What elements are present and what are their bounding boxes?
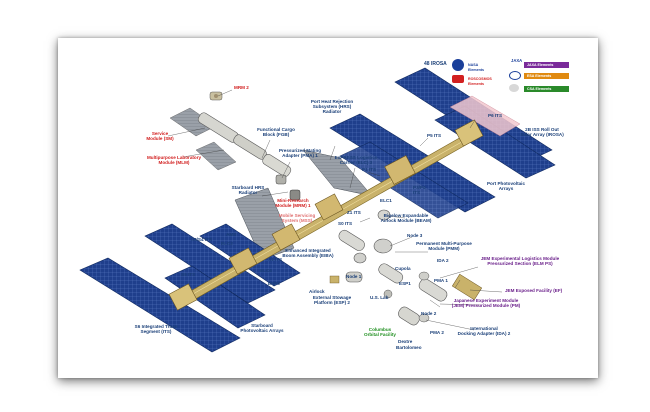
legend-jaxa: JAXA Elements [524, 62, 569, 68]
label-s5: S5 ITS [181, 272, 196, 277]
roscosmos-logo-icon [452, 75, 464, 83]
label-esp1: ESP1 [399, 281, 411, 286]
label-s3s4: S3/S4 ITS [191, 237, 212, 242]
label-ams: AMS [226, 232, 237, 237]
legend-esa: ESA Elements [524, 73, 569, 79]
russian-segment [169, 91, 301, 201]
label-jem-pm: Japanese Experiment Module (JEM) Pressur… [451, 298, 521, 309]
label-elc3: ExPRESS Logistics Carrier (ELC) 3 [334, 155, 378, 166]
csa-logo-icon [509, 84, 519, 92]
leader-lines [167, 89, 503, 331]
label-pma1: Pressurized Mating Adapter (PMA) 1 [278, 148, 322, 159]
label-48-irosa: 48 IROSA [424, 61, 447, 67]
label-port-hrs: Port Heat Rejection Subsystem (HRS) Radi… [310, 99, 354, 115]
label-pmm: Permanent Multi-Purpose Module (PMM) [416, 241, 472, 252]
label-bartolomeo: Bartolomeo [396, 345, 422, 350]
label-us-lab: U.S. Lab [370, 295, 389, 300]
port-solar-array-upper [394, 67, 556, 179]
label-p1: P1 ITS [362, 167, 377, 172]
label-jem-elm: JEM Experimental Logistics Module Pressu… [480, 256, 560, 267]
integrated-truss [168, 119, 484, 311]
label-s0: S0 ITS [338, 221, 353, 226]
label-elc2: ELC2 [221, 241, 233, 246]
jaxa-logo: JAXA [511, 58, 523, 63]
label-cupola: Cupola [395, 266, 411, 271]
label-pma1-lower: PMA 1 [434, 278, 448, 283]
label-esp3: ESP3 [268, 281, 280, 286]
label-beam: Bigelow Expandable Airlock Module (BEAM) [380, 213, 432, 224]
label-p3p4: P3/P4 ITS [413, 185, 426, 196]
label-mrm1: Mini-Research Module (MRM) 1 [275, 198, 311, 209]
label-pma2: PMA 2 [430, 330, 444, 335]
label-elc4: ELC4 [260, 268, 272, 273]
label-airlock: Airlock [309, 289, 325, 294]
label-p5: P5 ITS [427, 133, 442, 138]
nasa-logo-icon [452, 59, 464, 71]
label-mss: Mobile Servicing System (MSS) [278, 213, 316, 224]
label-ida-bottom: International Docking Adapter (IDA) 2 [457, 326, 511, 337]
label-starboard-hrs: Starboard HRS Radiator [231, 185, 265, 196]
label-s6: S6 Integrated Truss Segment (ITS) [134, 324, 178, 335]
legend-roscosmos: ROSCOSMOS Elements [468, 77, 492, 86]
label-mrm2: MRM 2 [234, 85, 249, 90]
label-service-module: Service Module (SM) [146, 131, 174, 142]
label-elc1: ELC1 [380, 198, 392, 203]
label-eiba: Enhanced Integrated Boom Assembly (EIBA) [282, 248, 334, 259]
legend-csa: CSA Elements [524, 86, 569, 92]
label-node2: Node 2 [421, 311, 437, 316]
label-starboard-pv: Starboard Photovoltaic Arrays [240, 323, 284, 334]
label-dextre: Dextre [398, 339, 413, 344]
label-s1: S1 ITS [268, 257, 283, 262]
esa-logo-icon [509, 71, 521, 80]
starboard-solar-array-lower [79, 257, 266, 353]
label-jem-ef: JEM Exposed Facility (EF) [505, 288, 563, 293]
label-2b-irosa: 2B ISS Roll Out Solar Array (IROSA) [520, 127, 564, 138]
label-node3: Node 3 [407, 233, 423, 238]
label-columbus: Columbus Orbital Facility [364, 327, 396, 338]
legend-nasa: NASA Elements [468, 63, 484, 72]
label-esp2: External Stowage Platform (ESP) 2 [312, 295, 352, 306]
label-node1: Node 1 [346, 274, 362, 279]
label-ida2: IDA 2 [437, 258, 449, 263]
label-fgb: Functional Cargo Block (FGB) [257, 127, 295, 138]
label-p6: P6 ITS [488, 113, 503, 118]
label-z1: Z1 ITS [347, 210, 361, 215]
label-mlm: Multipurpose Laboratory Module (MLM) [146, 155, 202, 166]
label-port-pv: Port Photovoltaic Arrays [486, 181, 526, 192]
